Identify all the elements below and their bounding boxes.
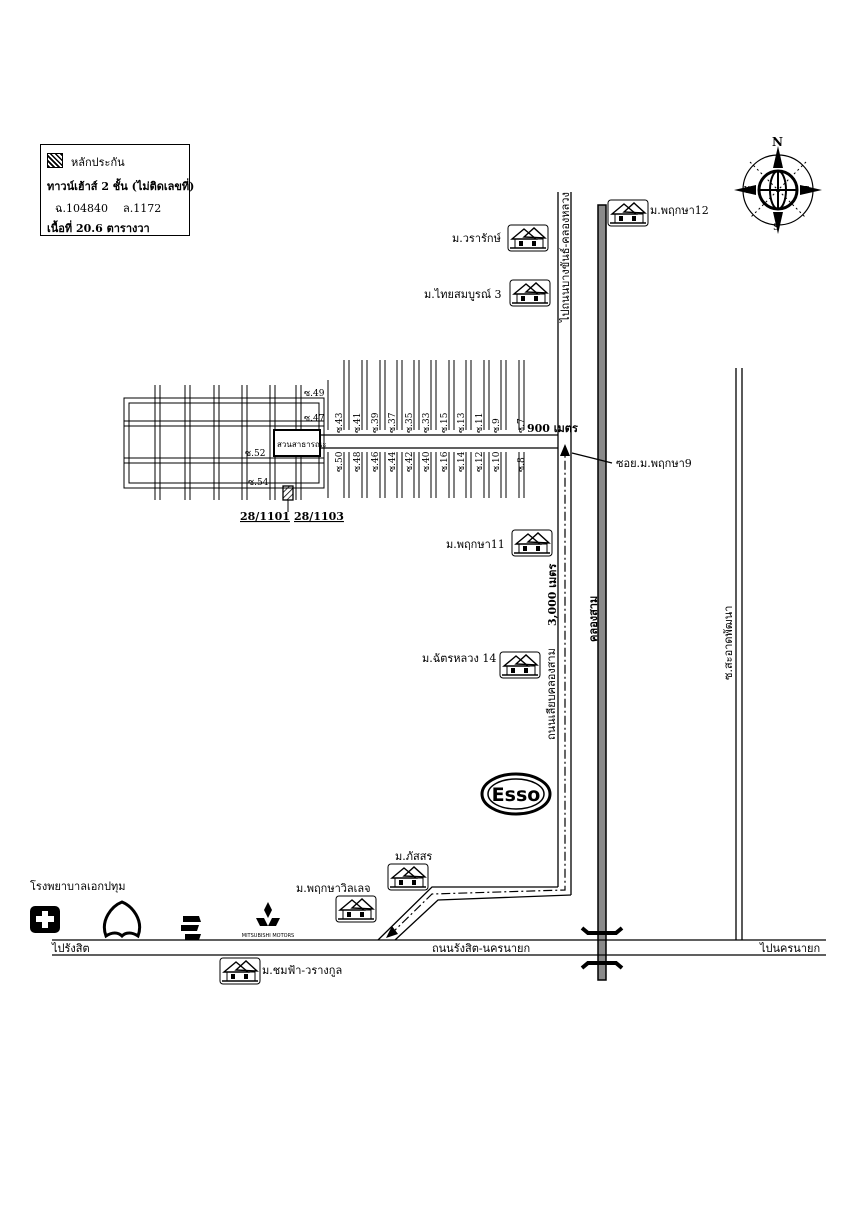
- esso-logo: Esso: [480, 772, 552, 816]
- hospital-cross-icon: [30, 906, 60, 933]
- route-path: [389, 446, 566, 936]
- soi-label-top: ซ.37: [388, 412, 398, 433]
- soi-labels-bottom: ซ.50 ซ.48 ซ.46 ซ.44 ซ.42 ซ.40 ซ.16 ซ.14 …: [335, 451, 527, 472]
- soi-label-top: ซ.41: [353, 413, 363, 433]
- soi-label-bottom: ซ.14: [457, 451, 467, 472]
- route-arrow-icon: [560, 444, 570, 456]
- dist-3000-label: 3,000 เมตร: [546, 564, 559, 626]
- village-house-icon: [511, 529, 553, 557]
- esso-text: Esso: [492, 784, 541, 806]
- legend-swatch-label: หลักประกัน: [71, 156, 125, 169]
- parcel-2: 28/1103: [294, 510, 344, 523]
- compass-south: S: [773, 223, 779, 233]
- legend-deed: ฉ.104840: [55, 202, 108, 215]
- legend-property-type: ทาวน์เฮ้าส์ 2 ชั้น (ไม่ติดเลขที่): [47, 180, 195, 193]
- canal-road-label: ถนนเลียบคลองสาม: [545, 648, 558, 740]
- soi-49-label: ซ.49: [304, 389, 325, 399]
- compass-east: E: [803, 186, 810, 196]
- right-road-label: ซ.สะอาดพัฒนา: [722, 606, 735, 680]
- soi-label-top: ซ.11: [475, 413, 485, 433]
- soi-label-bottom: ซ.42: [405, 452, 415, 472]
- soi-label-top: ซ.15: [440, 412, 450, 433]
- village-house-icon: [499, 651, 541, 679]
- soi-label-bottom: ซ.10: [492, 451, 502, 472]
- car-brand-logo-icon: [181, 916, 201, 940]
- compass-north: N: [772, 135, 783, 149]
- soi-label-bottom: ซ.50: [335, 451, 345, 472]
- village-pruksa11: ม.พฤกษา11: [446, 538, 505, 551]
- soi-label-top: ซ.35: [405, 412, 415, 433]
- soi-label: ซอย.ม.พฤกษา9: [616, 457, 692, 470]
- soi-label-top: ซ.7: [517, 418, 527, 433]
- compass-rose-icon: [734, 146, 822, 234]
- soi-grid-right: [327, 360, 525, 498]
- village-chomfa: ม.ชมฟ้า-วรางกูล: [262, 964, 342, 977]
- bridge-north: [580, 926, 624, 935]
- soi-labels-top: ซ.43 ซ.41 ซ.39 ซ.37 ซ.35 ซ.33 ซ.15 ซ.13 …: [335, 412, 527, 433]
- soi-label-bottom: ซ.12: [475, 452, 485, 472]
- hatch-swatch-icon: [47, 153, 63, 168]
- public-park: [273, 429, 321, 457]
- soi-label-top: ซ.13: [457, 412, 467, 433]
- legend-land-no: ล.1172: [123, 202, 162, 215]
- village-pruksa-village: ม.พฤกษาวิลเลจ: [296, 882, 371, 895]
- soi-label-bottom: ซ.44: [388, 451, 398, 472]
- village-chatluang: ม.ฉัตรหลวง 14: [422, 652, 496, 665]
- bridge-south: [580, 961, 624, 970]
- soi-label-top: ซ.9: [492, 418, 502, 433]
- village-pruksa12: ม.พฤกษา12: [650, 204, 709, 217]
- legend: หลักประกัน ทาวน์เฮ้าส์ 2 ชั้น (ไม่ติดเลข…: [40, 144, 194, 236]
- soi-label-top: ซ.33: [422, 412, 432, 433]
- dist-900-label: 900 เมตร: [527, 422, 578, 435]
- village-wararak: ม.วรารักษ์: [452, 232, 501, 245]
- village-house-icon: [219, 957, 261, 985]
- main-road-label: ถนนรังสิต-นครนายก: [432, 942, 530, 955]
- legend-area: เนื้อที่ 20.6 ตารางวา: [47, 222, 150, 235]
- soi-52-label: ซ.52: [245, 449, 265, 459]
- village-passorn: ม.ภัสสร: [395, 850, 432, 863]
- parcel-1: 28/1101: [240, 510, 290, 523]
- soi-54-label: ซ.54: [248, 478, 269, 488]
- canal-label: คลองสาม: [587, 596, 600, 642]
- soi-label-bottom: ซ.8: [517, 457, 527, 472]
- public-park-label: สวนสาธารณะ: [277, 440, 327, 449]
- village-house-icon: [335, 895, 377, 923]
- village-house-icon: [387, 863, 429, 891]
- village-house-icon: [607, 199, 649, 227]
- mitsubishi-text: MITSUBISHI MOTORS: [242, 933, 294, 939]
- soi-label-bottom: ซ.46: [371, 451, 381, 472]
- hospital-label: โรงพยาบาลเอกปทุม: [30, 879, 125, 893]
- soi-label-top: ซ.43: [335, 412, 345, 433]
- to-klongluang-label: ไปถนนบางขันธ์-คลองหลวง: [559, 192, 572, 323]
- village-house-icon: [507, 224, 549, 252]
- mitsubishi-logo-icon: MITSUBISHI MOTORS: [242, 902, 294, 939]
- collateral-marker: [282, 485, 294, 501]
- bank-logo-icon: [103, 900, 141, 939]
- soi-label-bottom: ซ.48: [353, 451, 363, 472]
- soi-grid-left: [123, 385, 325, 500]
- soi-label-bottom: ซ.40: [422, 451, 432, 472]
- route-start-arrow-icon: [386, 926, 398, 938]
- to-rangsit-label: ไปรังสิต: [51, 942, 90, 955]
- to-nakhonnayok-label: ไปนครนายก: [759, 942, 820, 955]
- compass-west: W: [744, 186, 754, 196]
- soi-label-bottom: ซ.16: [440, 451, 450, 472]
- village-thaisomboon: ม.ไทยสมบูรณ์ 3: [424, 288, 502, 301]
- village-house-icon: [509, 279, 551, 307]
- soi-47-label: ซ.47: [304, 414, 325, 424]
- canal: [597, 204, 607, 981]
- soi-label-top: ซ.39: [371, 412, 381, 433]
